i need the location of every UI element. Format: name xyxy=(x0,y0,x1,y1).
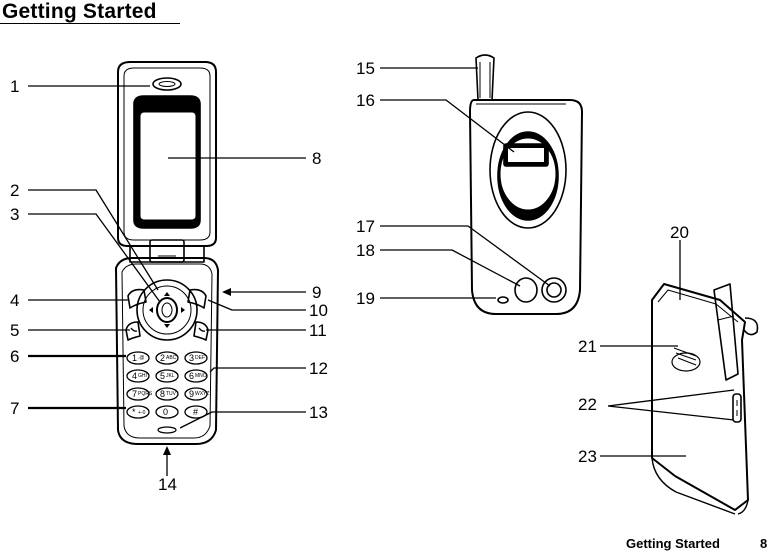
key-9-sub: WXYZ xyxy=(195,391,209,397)
callout-5: 5 xyxy=(10,321,20,340)
key-5: 5 xyxy=(160,371,165,381)
callout-1: 1 xyxy=(10,77,20,96)
key-1-sub: .@ xyxy=(138,355,144,361)
key-2: 2 xyxy=(160,353,165,363)
callout-16: 16 xyxy=(356,91,375,110)
callout-19: 19 xyxy=(356,289,375,308)
callout-13: 13 xyxy=(309,403,328,422)
callout-3: 3 xyxy=(10,205,20,224)
side-phone-illustration xyxy=(651,283,759,515)
callout-23: 23 xyxy=(578,447,597,466)
key-5-sub: JKL xyxy=(166,373,175,379)
callout-8: 8 xyxy=(312,149,322,168)
callout-12: 12 xyxy=(309,359,328,378)
callout-21: 21 xyxy=(578,337,597,356)
key-4-sub: GHI xyxy=(138,373,147,379)
open-phone-illustration xyxy=(115,61,219,445)
key-4: 4 xyxy=(132,371,137,381)
callout-20: 20 xyxy=(670,223,689,242)
callout-14: 14 xyxy=(158,475,177,494)
key-3-sub: DEF xyxy=(195,355,205,361)
callout-leader-lines xyxy=(28,67,735,476)
key-star: * xyxy=(132,407,136,417)
key-8: 8 xyxy=(160,389,165,399)
key-hash: # xyxy=(193,407,198,417)
key-6-sub: MNO xyxy=(195,373,207,379)
key-2-sub: ABC xyxy=(166,355,177,361)
callout-11: 11 xyxy=(309,321,327,340)
key-9: 9 xyxy=(189,389,194,399)
keypad-labels: 1 .@ 2 ABC 3 DEF 4 GHI 5 JKL 6 MNO 7 PQR… xyxy=(132,353,209,417)
footer-section-title: Getting Started xyxy=(626,536,720,551)
callout-17: 17 xyxy=(356,217,375,236)
key-3: 3 xyxy=(189,353,194,363)
page-number: 8 xyxy=(760,536,768,551)
key-1: 1 xyxy=(132,353,137,363)
callout-9: 9 xyxy=(312,283,322,302)
callout-4: 4 xyxy=(10,291,20,310)
key-7: 7 xyxy=(132,389,137,399)
key-0: 0 xyxy=(163,407,168,417)
page-title: Getting Started xyxy=(2,0,157,23)
title-underline xyxy=(0,23,180,24)
closed-phone-illustration xyxy=(469,54,583,315)
key-6: 6 xyxy=(189,371,194,381)
key-star-sub: +-0 xyxy=(138,410,146,416)
key-7-sub: PQRS xyxy=(138,391,153,397)
callout-18: 18 xyxy=(356,241,375,260)
callout-10: 10 xyxy=(309,301,328,320)
callout-22: 22 xyxy=(578,395,597,414)
callout-2: 2 xyxy=(10,181,20,200)
callout-6: 6 xyxy=(10,347,20,366)
callout-15: 15 xyxy=(356,59,375,78)
callout-7: 7 xyxy=(10,399,20,418)
key-8-sub: TUV xyxy=(166,391,177,397)
